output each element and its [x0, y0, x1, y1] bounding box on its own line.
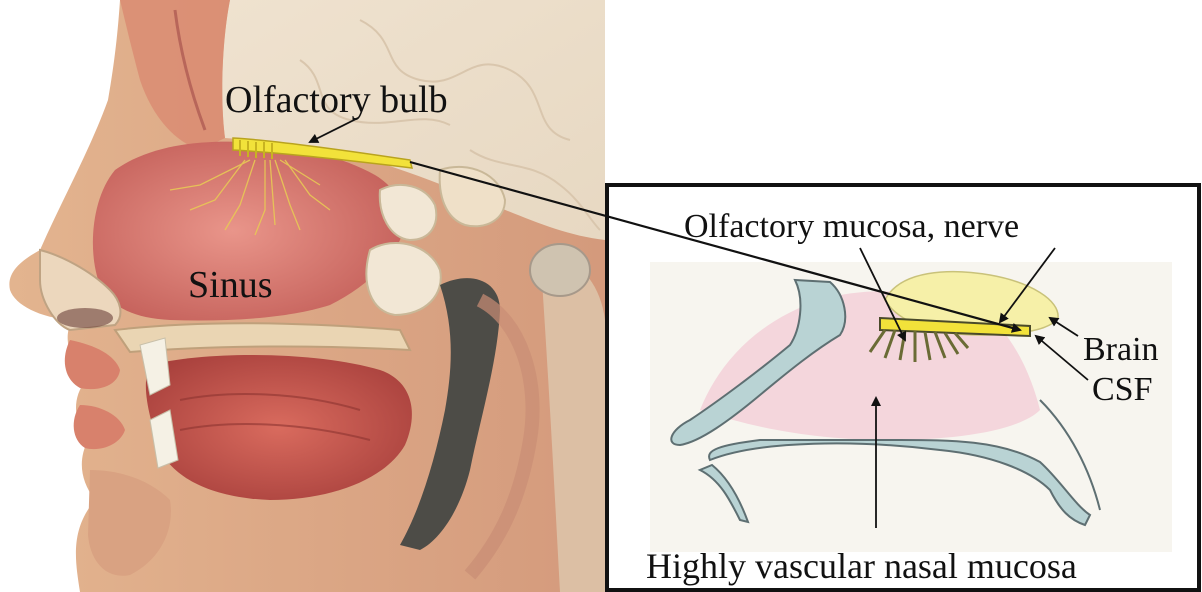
label-olfactory-bulb: Olfactory bulb — [225, 79, 448, 121]
label-csf: CSF — [1092, 371, 1153, 408]
label-olfactory-mucosa-nerve: Olfactory mucosa, nerve — [684, 208, 1019, 245]
label-sinus: Sinus — [188, 264, 272, 306]
label-highly-vascular-nasal-mucosa: Highly vascular nasal mucosa — [646, 546, 1077, 586]
label-brain: Brain — [1083, 331, 1159, 368]
